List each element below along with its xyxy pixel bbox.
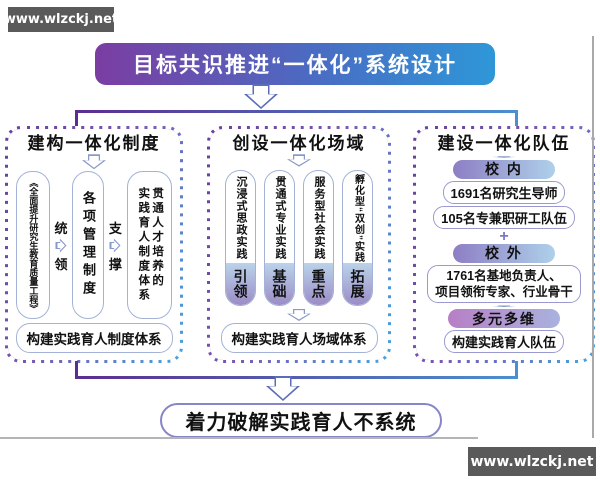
outside-campus-pill: 校 外: [453, 243, 555, 263]
watermark-bottom-right: www.wlzckj.net: [468, 447, 596, 476]
institution-boxes-row: 《全面提升研究生教育质量工程》 统 领 各项管理制度 支 撑 贯通人才培养的 实…: [16, 171, 172, 319]
down-arrow-icon: [287, 154, 311, 166]
conclusion-banner: 着力破解实践育人不系统: [160, 403, 442, 438]
summary-box-institution: 构建实践育人制度体系: [15, 323, 173, 353]
down-arrow-icon: [492, 305, 516, 307]
connector-zhicheng: 支 撑: [108, 220, 122, 272]
top-bracket-right-stub: [515, 110, 518, 127]
down-arrow-icon: [492, 156, 516, 158]
pill-tag: 重点: [304, 262, 333, 305]
multi-dimension-pill: 多元多维: [448, 309, 560, 328]
down-arrow-icon: [287, 309, 311, 321]
pill-social-practice: 服务型社会实践 重点: [303, 169, 334, 306]
pill-tag: 引领: [226, 262, 255, 305]
title-banner: 目标共识推进“一体化”系统设计: [95, 43, 495, 85]
summary-box-team: 构建实践育人队伍: [443, 330, 564, 353]
plus-sign: +: [499, 227, 509, 245]
down-arrow-icon: [244, 84, 278, 109]
slide-edge-horizontal: [0, 437, 478, 439]
down-arrow-icon: [266, 376, 300, 401]
bottom-bracket-right-stub: [515, 361, 518, 376]
stat-box-supervisors: 1691名研究生导师: [442, 180, 566, 204]
summary-box-field: 构建实践育人场域体系: [220, 323, 378, 353]
pill-tag: 基础: [265, 262, 294, 305]
right-arrow-icon: [56, 238, 67, 252]
pill-immersive-practice: 沉浸式思政实践 引领: [225, 169, 256, 306]
column-institution: 建构一体化制度 《全面提升研究生教育质量工程》 统 领 各项管理制度 支 撑 贯…: [5, 126, 183, 363]
right-arrow-icon: [110, 238, 121, 252]
slide-edge-vertical: [592, 36, 594, 438]
pill-innovation-practice: 孵化型“双创”实践 拓展: [342, 169, 373, 306]
pill-professional-practice: 贯通式专业实践 基础: [264, 169, 295, 306]
vertical-box-management: 各项管理制度: [72, 171, 105, 319]
top-bracket-left-stub: [75, 110, 78, 127]
column-team: 建设一体化队伍 校 内 1691名研究生导师 105名专兼职研工队伍 + 校 外…: [413, 126, 595, 363]
column-title: 建设一体化队伍: [437, 134, 571, 153]
stat-box-base-experts: 1761名基地负责人、 项目领衔专家、行业骨干: [427, 264, 581, 304]
column-title: 创设一体化场域: [232, 134, 366, 153]
down-arrow-icon: [82, 154, 106, 169]
bottom-bracket-left-stub: [75, 361, 78, 376]
column-field: 创设一体化场域 沉浸式思政实践 引领 贯通式专业实践 基础 服务型社会实践 重点…: [207, 126, 391, 363]
vertical-box-talent-system: 贯通人才培养的 实践育人制度体系: [126, 171, 172, 319]
inside-campus-pill: 校 内: [453, 159, 555, 179]
practice-pills-row: 沉浸式思政实践 引领 贯通式专业实践 基础 服务型社会实践 重点 孵化型“双创”…: [225, 169, 373, 306]
stat-box-staff: 105名专兼职研工队伍: [433, 205, 575, 229]
vertical-box-quality-project: 《全面提升研究生教育质量工程》: [16, 171, 50, 319]
top-bracket-line: [75, 110, 518, 113]
column-title: 建构一体化制度: [27, 134, 161, 153]
connector-tongling: 统 领: [54, 220, 68, 272]
pill-tag: 拓展: [343, 262, 372, 305]
watermark-top-left: www.wlzckj.net: [4, 7, 118, 32]
